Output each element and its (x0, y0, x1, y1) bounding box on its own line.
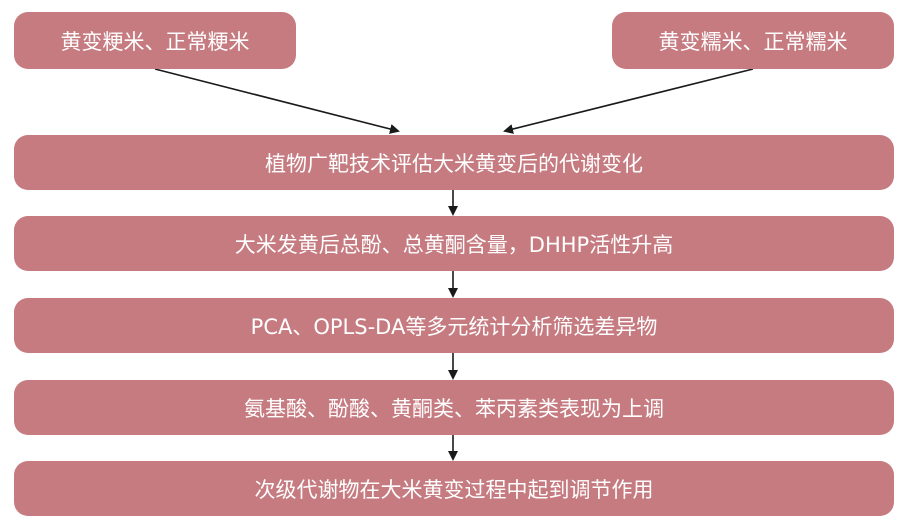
step-box-1: 植物广靶技术评估大米黄变后的代谢变化 (14, 135, 894, 190)
arrow-left-input-to-step1 (154, 68, 400, 134)
step-box-2: 大米发黄后总酚、总黄酮含量，DHHP活性升高 (14, 216, 894, 271)
input-label-japonica: 黄变粳米、正常粳米 (60, 29, 250, 54)
step-label-5: 次级代谢物在大米黄变过程中起到调节作用 (254, 477, 654, 502)
step-label-3: PCA、OPLS-DA等多元统计分析筛选差异物 (250, 314, 658, 339)
input-box-japonica: 黄变粳米、正常粳米 (14, 12, 296, 69)
step-box-5: 次级代谢物在大米黄变过程中起到调节作用 (14, 461, 894, 516)
step-label-2: 大米发黄后总酚、总黄酮含量，DHHP活性升高 (234, 232, 674, 257)
step-box-4: 氨基酸、酚酸、黄酮类、苯丙素类表现为上调 (14, 380, 894, 435)
step-box-3: PCA、OPLS-DA等多元统计分析筛选差异物 (14, 298, 894, 353)
input-label-glutinous: 黄变糯米、正常糯米 (658, 29, 848, 54)
input-box-glutinous: 黄变糯米、正常糯米 (612, 12, 894, 69)
arrow-right-input-to-step1 (503, 68, 754, 134)
step-label-4: 氨基酸、酚酸、黄酮类、苯丙素类表现为上调 (244, 396, 664, 421)
step-label-1: 植物广靶技术评估大米黄变后的代谢变化 (265, 151, 643, 176)
